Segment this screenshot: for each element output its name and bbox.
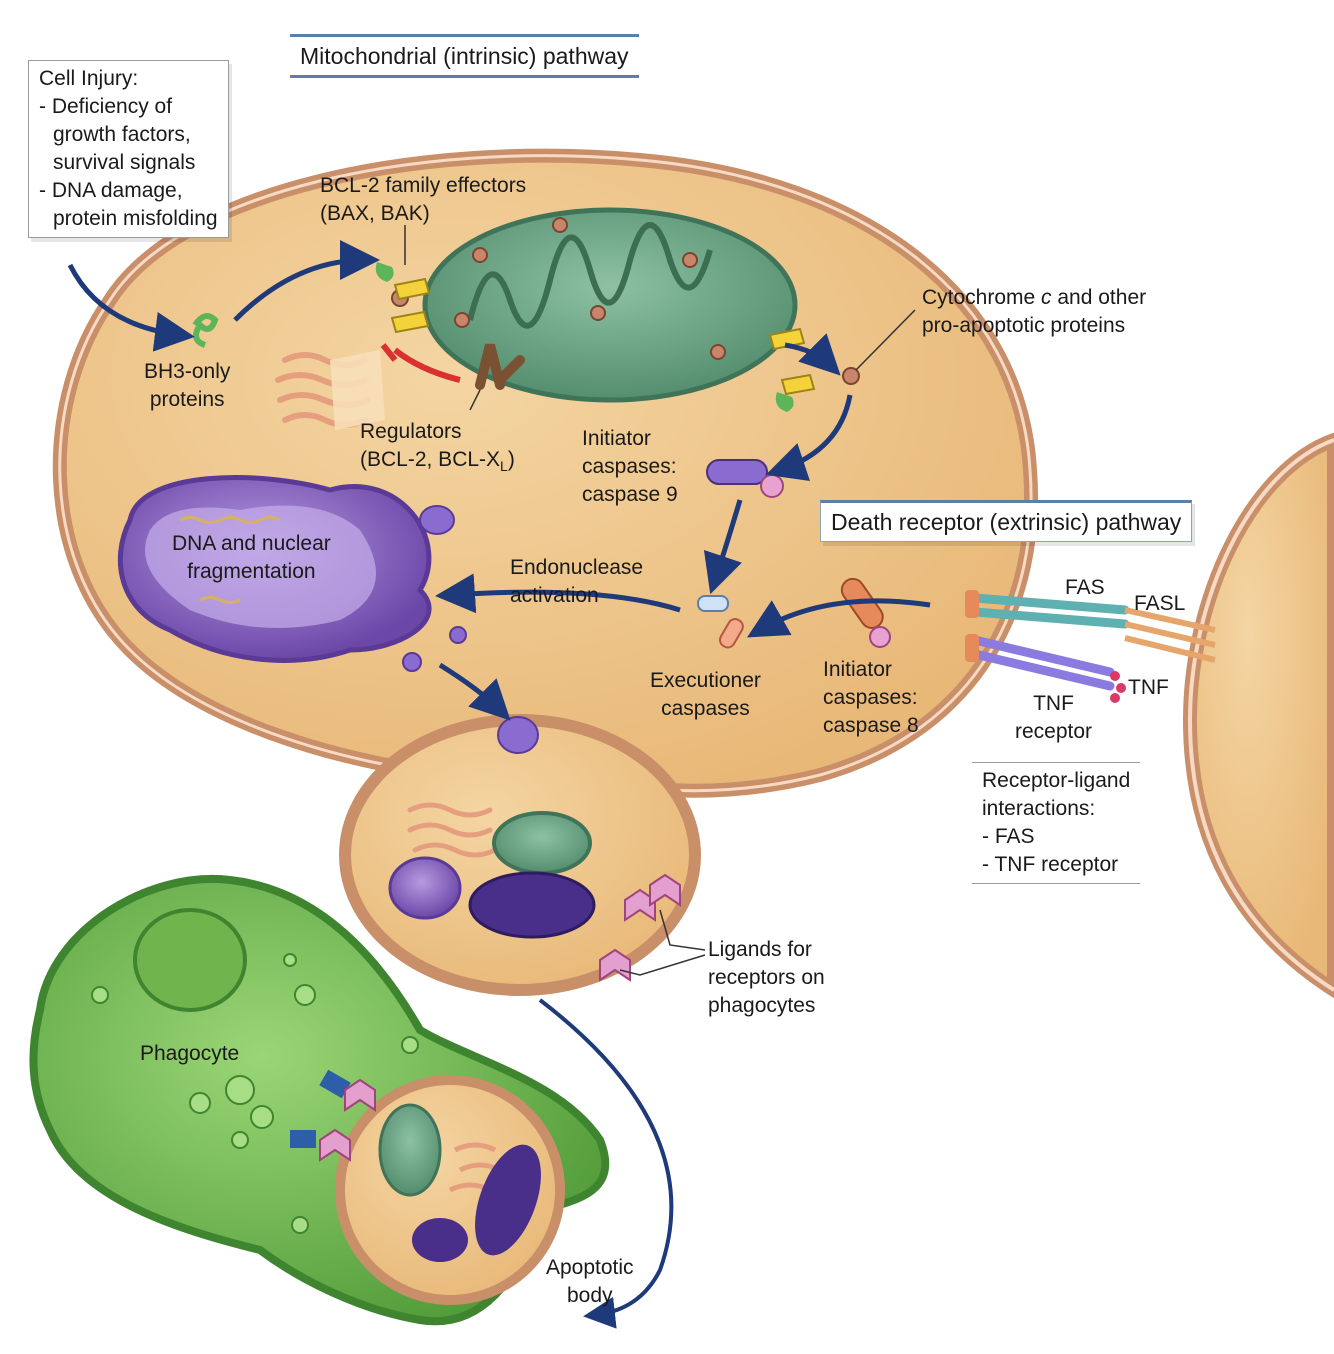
regulators-label: Regulators (BCL-2, BCL-XL) [360, 420, 515, 475]
receptor-ligand-box: Receptor-ligand interactions: - FAS - TN… [972, 762, 1141, 884]
fragmented-nucleus [117, 475, 432, 663]
executioner-caspase-shapes [697, 595, 744, 649]
pointer-lines [404, 225, 916, 976]
phagocyte-label: Phagocyte [140, 1042, 240, 1065]
intrinsic-pathway-title: Mitochondrial (intrinsic) pathway [290, 34, 639, 78]
pathway-arrows [67, 240, 931, 1329]
cell-injury-box: Cell Injury: - Deficiency of growth fact… [28, 60, 229, 238]
bh3-only-label: BH3-only proteins [144, 360, 231, 411]
fasl-label: FASL [1134, 592, 1186, 615]
cytochrome-label: Cytochrome c and other pro-apoptotic pro… [922, 286, 1147, 337]
bh3-protein-shape [192, 313, 219, 348]
tnf-ligand-shape [1110, 671, 1126, 703]
fas-label: FAS [1065, 576, 1105, 599]
extrinsic-pathway-title: Death receptor (extrinsic) pathway [820, 500, 1193, 542]
neighbor-cell [1182, 432, 1334, 999]
nuclear-fragments [402, 505, 539, 754]
engulfed-apoptotic-body [335, 1075, 565, 1305]
fasl-shape [1124, 607, 1216, 663]
tnf-receptor-label: TNF receptor [1015, 692, 1093, 743]
regulators-shape [475, 343, 525, 390]
caspase9-label: Initiator caspases: caspase 9 [582, 427, 678, 506]
bcl2-effectors-label: BCL-2 family effectors (BAX, BAK) [320, 174, 527, 225]
ligands-label: Ligands for receptors on phagocytes [708, 938, 825, 1017]
apoptotic-body-label: Apoptotic body [546, 1256, 634, 1307]
fas-receptor-shape [970, 593, 1130, 629]
ligand-shapes [319, 873, 681, 1162]
tnf-label: TNF [1128, 676, 1169, 699]
bax-bak-effectors [390, 277, 816, 396]
dna-fragmentation-label: DNA and nuclear fragmentation [172, 532, 331, 583]
endonuclease-label: Endonuclease activation [510, 556, 644, 607]
inhibition-line [393, 347, 461, 383]
tnf-receptor-shape [970, 635, 1115, 691]
mitochondrion [422, 207, 798, 403]
phagocyte-vesicles [91, 953, 419, 1234]
executioner-caspases-label: Executioner caspases [650, 669, 761, 720]
caspase8-label: Initiator caspases: caspase 8 [823, 658, 919, 737]
phagocyte-receptors [290, 1069, 351, 1148]
